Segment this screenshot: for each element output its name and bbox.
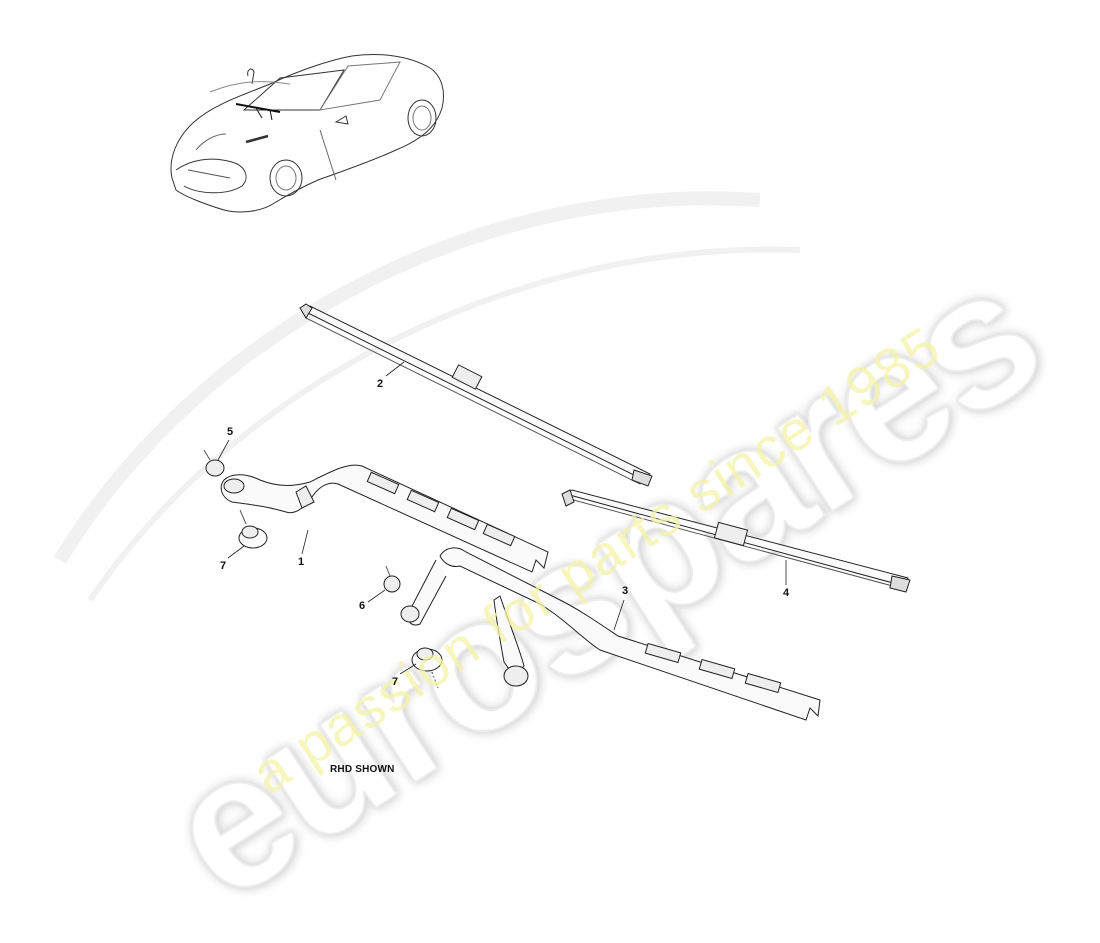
callout-5[interactable]: 5 bbox=[226, 426, 234, 438]
callout-2[interactable]: 2 bbox=[376, 378, 384, 390]
callout-1[interactable]: 1 bbox=[297, 556, 305, 568]
fasteners-right-graphic bbox=[383, 565, 443, 689]
wiper-blade-lower-graphic bbox=[561, 489, 911, 593]
watermark-swoosh bbox=[54, 191, 801, 602]
wiper-blade-upper-graphic bbox=[299, 303, 653, 487]
parts-diagram bbox=[54, 54, 911, 721]
callout-7-left[interactable]: 7 bbox=[219, 560, 227, 572]
fasteners-left-graphic bbox=[203, 449, 268, 549]
diagram-caption: RHD SHOWN bbox=[330, 764, 395, 775]
wiper-arm-right-graphic bbox=[400, 547, 821, 721]
callout-6[interactable]: 6 bbox=[358, 600, 366, 612]
car-overview-illustration bbox=[170, 54, 444, 213]
callout-7-right[interactable]: 7 bbox=[391, 676, 399, 688]
wiper-arm-left-graphic bbox=[220, 464, 549, 573]
leader-lines bbox=[217, 361, 787, 675]
callout-4[interactable]: 4 bbox=[782, 587, 790, 599]
callout-3[interactable]: 3 bbox=[621, 585, 629, 597]
